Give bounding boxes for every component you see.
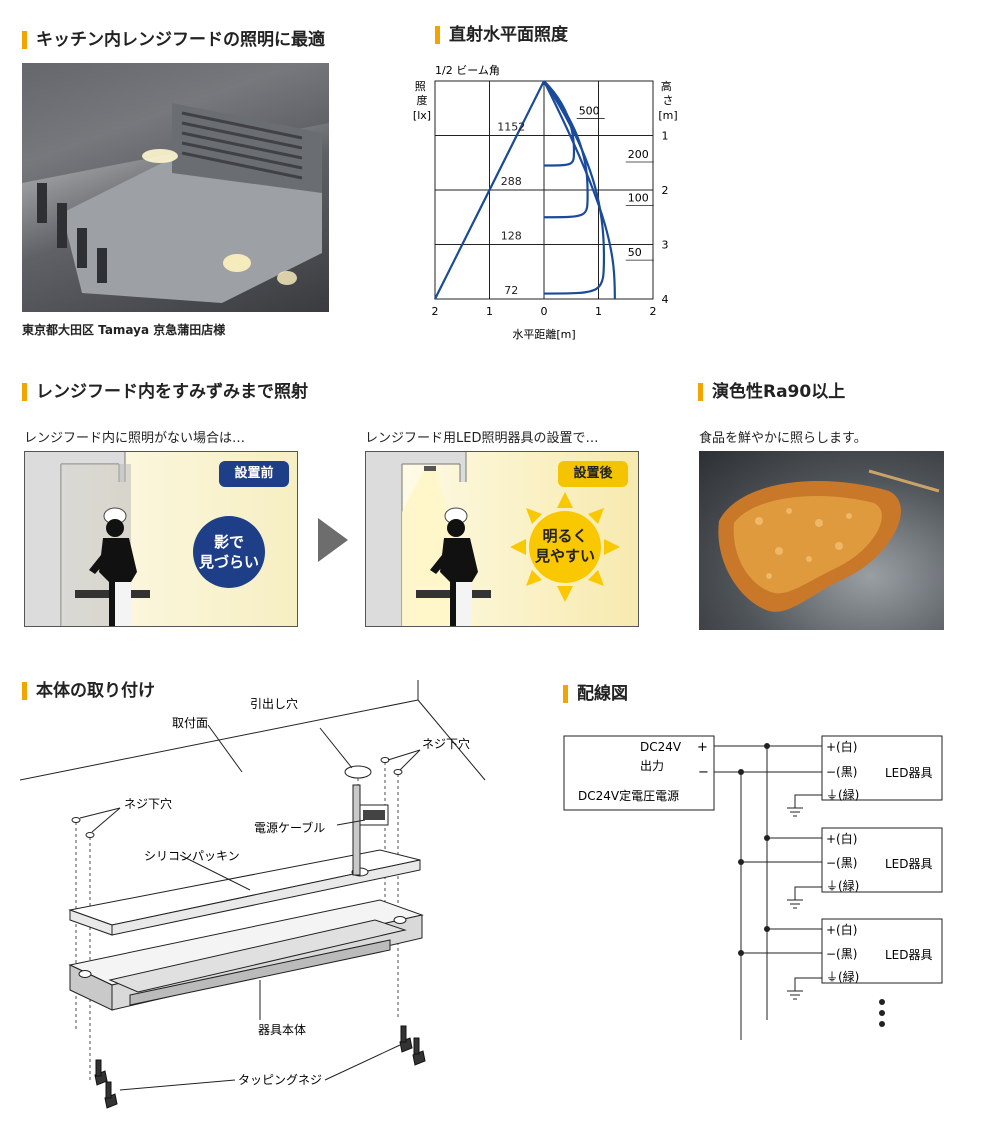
ellipsis-dot [879, 999, 885, 1005]
illuminance-chart: 500 200 100 50 1152 288 128 72 2 1 0 1 2 1 2 3 4 1/2 ビーム… [413, 64, 678, 341]
isolux-curve [543, 80, 616, 300]
fixture-name: LED器具 [885, 857, 933, 871]
y-tick-label: 3 [662, 239, 669, 252]
sun-icon [510, 492, 620, 602]
left-axis-label: 照 度 [415, 80, 430, 107]
illuminance-section-title: 直射水平面照度 [435, 24, 568, 46]
kitchen-photo [22, 63, 329, 312]
right-axis-unit: [m] [658, 109, 677, 122]
illuminance-value: 288 [501, 175, 522, 188]
y-tick-label: 2 [662, 184, 669, 197]
kitchen-section-title: キッチン内レンジフードの照明に最適 [22, 29, 325, 51]
isolux-label: 50 [628, 246, 642, 259]
x-tick-label: 2 [432, 305, 439, 318]
led-fixture-box [821, 735, 943, 801]
fixture-name: LED器具 [885, 948, 933, 962]
x-tick-label: 2 [650, 305, 657, 318]
fixture-plus-label: +(白) [826, 922, 857, 937]
silicone-packing-label: シリコンパッキン [144, 849, 240, 863]
led-fixture-box [821, 918, 943, 984]
power-plus-label: + [697, 740, 708, 755]
isolux-label: 100 [628, 192, 649, 205]
isolux-label: 200 [628, 148, 649, 161]
tapping-screw-label: タッピングネジ [238, 1073, 322, 1087]
mount-surface-label: 取付面 [172, 716, 208, 730]
chart-grid [434, 80, 654, 300]
fixture-minus-label: −(黒) [826, 947, 857, 961]
exit-hole-label: 引出し穴 [250, 696, 298, 711]
power-output-label-1: DC24V [640, 740, 682, 754]
fixture-plus-label: +(白) [826, 831, 857, 846]
power-minus-label: − [698, 765, 709, 780]
fixture-minus-label: −(黒) [826, 856, 857, 870]
after-bubble: 明るく 見やすい [529, 526, 601, 566]
wiring-diagram: DC24V 出力 + − DC24V定電圧電源 +(白) −(黒) ⏚(緑) L… [563, 735, 943, 1040]
beam-angle-line [434, 80, 545, 300]
y-tick-label: 1 [662, 130, 669, 143]
wiring-section-title: 配線図 [563, 683, 628, 705]
fixture-ground-label: ⏚(緑) [826, 969, 859, 984]
fixture-body-label: 器具本体 [258, 1023, 306, 1037]
power-supply-name: DC24V定電圧電源 [578, 788, 679, 803]
left-axis-char-2: 度 [417, 93, 428, 107]
led-fixture-box [821, 827, 943, 893]
power-output-label-2: 出力 [640, 759, 664, 773]
after-caption: レンジフード用LED照明器具の設置で… [365, 431, 599, 446]
fixture-plus-label: +(白) [826, 739, 857, 754]
x-tick-label: 0 [541, 305, 548, 318]
illuminance-value: 72 [504, 284, 518, 297]
right-axis-label: 高 さ [661, 79, 676, 107]
left-axis-char-1: 照 [415, 80, 426, 93]
y-tick-label: 4 [662, 293, 669, 306]
power-supply-box [563, 735, 715, 811]
screw-hole-left-label: ネジ下穴 [124, 796, 172, 811]
ellipsis-dot [879, 1021, 885, 1027]
fixture-ground-label: ⏚(緑) [826, 878, 859, 893]
right-axis-char-1: 高 [661, 79, 672, 93]
before-panel: 設置前 影で 見づらい [24, 451, 298, 627]
chef-silhouette [430, 507, 478, 626]
screw-hole-right-label: ネジ下穴 [422, 736, 470, 751]
before-bubble: 影で 見づらい [193, 516, 265, 588]
fixture-minus-label: −(黒) [826, 765, 857, 779]
after-bubble-line1: 明るく [542, 527, 588, 545]
x-tick-label: 1 [486, 305, 493, 318]
mounting-diagram: 引出し穴 取付面 ネジ下穴 ネジ下穴 電源ケーブル シリコンパッキン 器具本体 … [20, 680, 486, 1109]
kitchen-photo-caption: 東京都大田区 Tamaya 京急蒲田店様 [22, 323, 226, 337]
beam-angle-label: 1/2 ビーム角 [435, 64, 500, 77]
before-bubble-line1: 影で [213, 533, 244, 551]
illuminance-value: 1152 [497, 121, 525, 134]
arrow-right-icon [318, 518, 348, 562]
before-bubble-line2: 見づらい [198, 553, 259, 571]
power-cable-label: 電源ケーブル [254, 820, 325, 835]
before-badge: 設置前 [219, 461, 289, 487]
illuminance-value: 128 [501, 230, 522, 243]
after-panel: 設置後 明るく 見やすい [365, 451, 639, 627]
isolux-curve [543, 80, 589, 219]
right-axis-char-2: さ [663, 94, 674, 107]
isolux-label: 500 [579, 104, 600, 117]
after-bubble-line2: 見やすい [534, 547, 595, 565]
x-axis-label: 水平距離[m] [512, 327, 575, 341]
mounting-section-title: 本体の取り付け [22, 680, 155, 702]
left-axis-unit: [lx] [413, 109, 431, 122]
color-rendering-section-title: 演色性Ra90以上 [698, 381, 845, 403]
fixture-name: LED器具 [885, 766, 933, 780]
chef-silhouette [89, 507, 137, 626]
isolux-curve [543, 80, 606, 295]
ellipsis-dot [879, 1010, 885, 1016]
before-caption: レンジフード内に照明がない場合は… [24, 431, 246, 446]
range-hood-section-title: レンジフード内をすみずみまで照射 [22, 381, 308, 403]
fried-food-photo [699, 451, 944, 630]
color-rendering-caption: 食品を鮮やかに照らします。 [699, 431, 867, 446]
x-tick-label: 1 [595, 305, 602, 318]
fixture-ground-label: ⏚(緑) [826, 787, 859, 802]
after-badge: 設置後 [558, 461, 628, 487]
